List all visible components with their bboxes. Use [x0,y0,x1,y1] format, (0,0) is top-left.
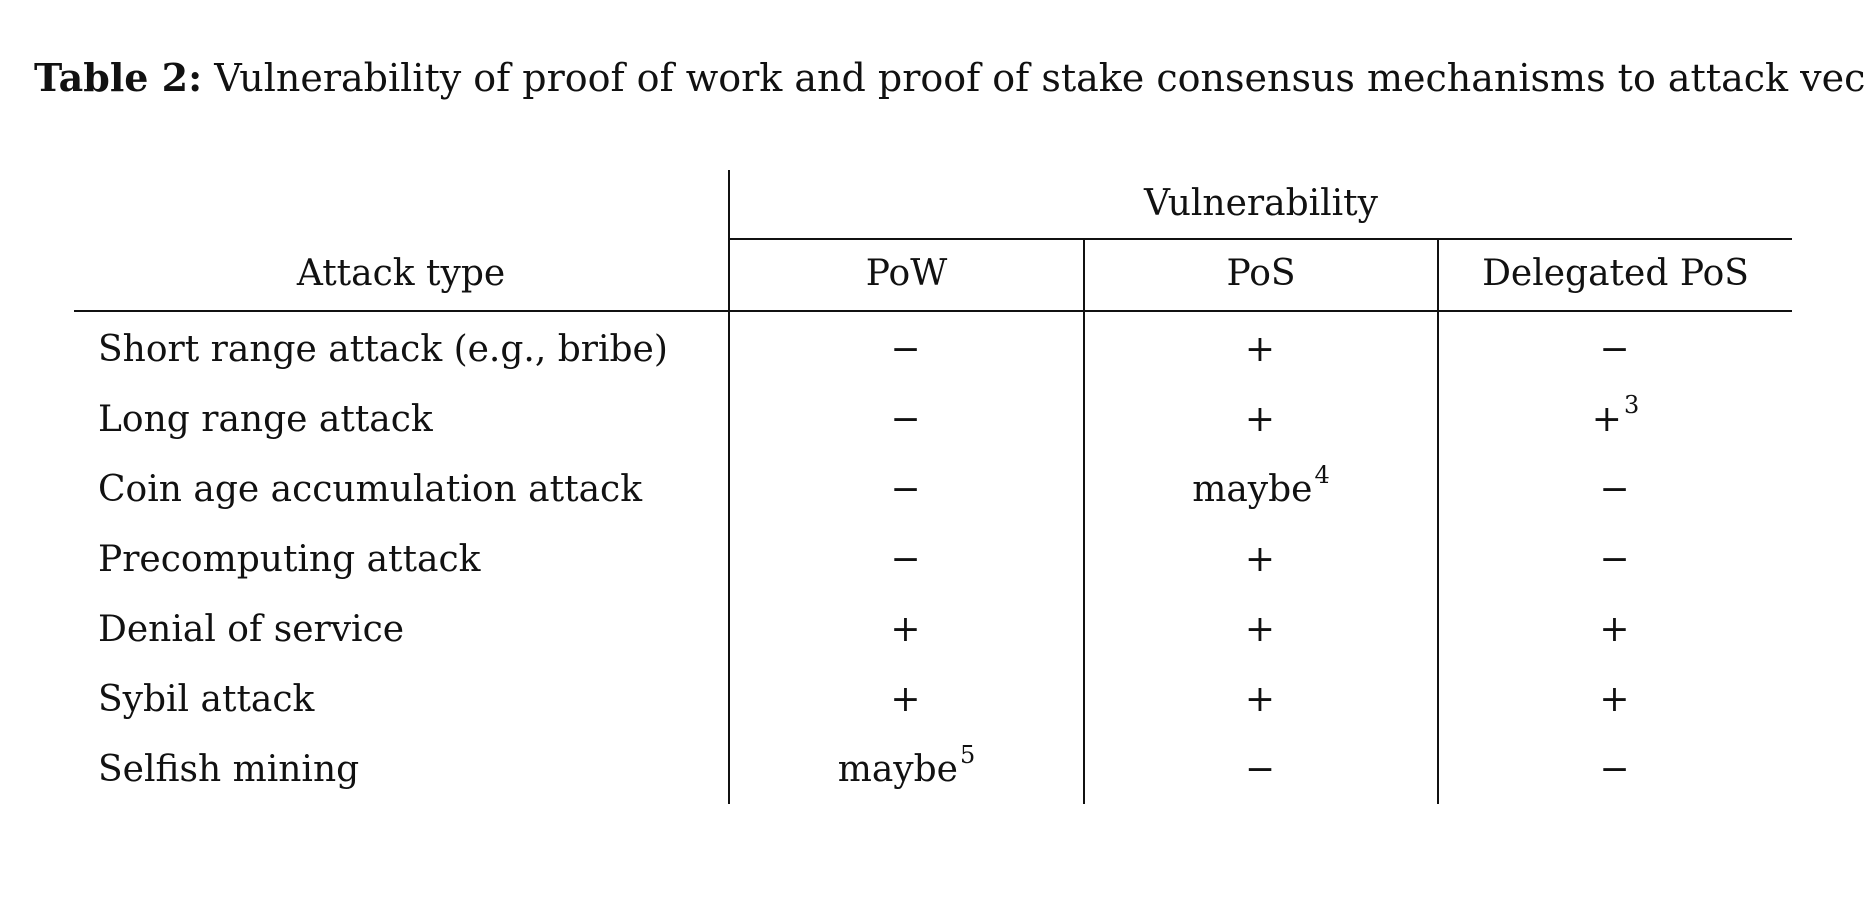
cell-coin-age-dpos: − [1599,469,1630,510]
cell-dos-dpos: + [1599,609,1630,650]
group-header-vulnerability: Vulnerability [1144,183,1378,224]
cell-dos-pos: + [1244,609,1276,650]
cell-short-range-pow: − [890,329,921,370]
column-header-pow: PoW [865,253,948,294]
cell-selfish-mining-pos: − [1244,749,1276,790]
caption-text: Vulnerability of proof of work and proof… [214,56,1866,100]
column-header-delegated-pos: Delegated PoS [1482,253,1749,294]
table-rule-vertical-1 [728,170,730,804]
cell-precomputing-pos: + [1244,539,1276,580]
cell-sybil-dpos: + [1599,679,1630,720]
cell-coin-age-pow: − [890,469,921,510]
column-header-pos: PoS [1226,253,1296,294]
cell-coin-age-pos: maybe4 [1192,461,1330,510]
row-label-selfish-mining: Selfish mining [98,749,360,790]
cell-long-range-dpos: +3 [1591,391,1640,440]
table-rule-group-header [728,238,1792,240]
table-rule-vertical-2 [1083,240,1085,804]
cell-selfish-mining-dpos: − [1599,749,1630,790]
cell-long-range-pos: + [1244,399,1276,440]
row-label-precomputing: Precomputing attack [98,539,481,580]
cell-selfish-mining-pow: maybe5 [837,741,976,790]
cell-sybil-pow: + [890,679,921,720]
cell-precomputing-dpos: − [1599,539,1630,580]
caption-label: Table 2: [34,55,203,100]
row-label-sybil: Sybil attack [98,679,315,720]
cell-short-range-pos: + [1244,329,1276,370]
cell-dos-pow: + [890,609,921,650]
row-label-short-range: Short range attack (e.g., bribe) [98,329,668,370]
row-label-denial-of-service: Denial of service [98,609,405,650]
table-rule-header-bottom [74,310,1792,312]
table-rule-vertical-3 [1437,240,1439,804]
cell-sybil-pos: + [1244,679,1276,720]
cell-precomputing-pow: − [890,539,921,580]
table-caption: Table 2: Vulnerability of proof of work … [34,54,1866,102]
cell-short-range-dpos: − [1599,329,1630,370]
row-label-long-range: Long range attack [98,399,433,440]
cell-long-range-pow: − [890,399,921,440]
row-label-coin-age: Coin age accumulation attack [98,469,643,510]
column-header-attack-type: Attack type [296,253,506,294]
